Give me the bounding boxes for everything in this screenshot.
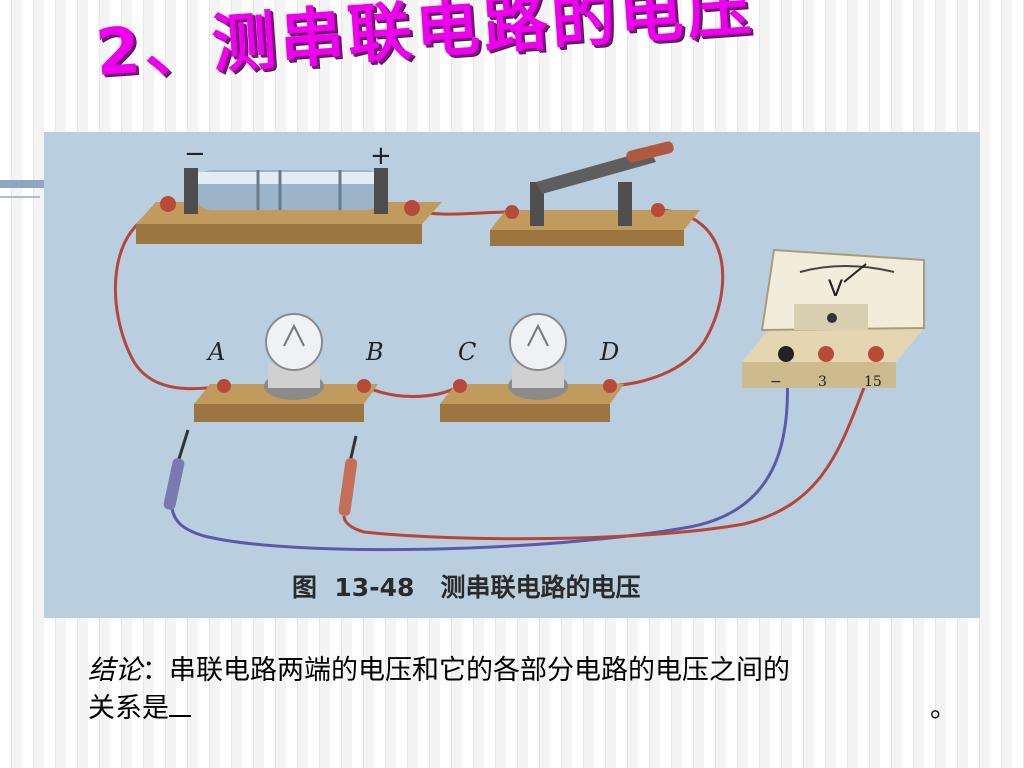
voltmeter-terminal-minus: − (770, 374, 782, 390)
point-b-label: B (365, 338, 384, 366)
point-d-label: D (599, 338, 619, 366)
wire-b-to-c (363, 384, 461, 398)
accent-line (0, 196, 40, 198)
voltmeter-unit-label: V (828, 277, 843, 302)
conclusion-end-mark: 。 (930, 693, 957, 724)
circuit-figure: − + A B (44, 132, 980, 618)
probe-red (338, 435, 358, 516)
battery-cell (136, 168, 442, 244)
wire-voltmeter-minus-probe (170, 353, 789, 552)
wire-switch-to-d (609, 208, 725, 388)
knife-switch (490, 141, 700, 246)
conclusion-colon: ： (142, 655, 169, 686)
conclusion-label: 结论 (88, 655, 142, 686)
wire-voltmeter-15-probe (342, 357, 878, 541)
answer-blank[interactable] (169, 691, 191, 717)
battery-plus-label: + (370, 141, 392, 171)
slide-title: 2、测串联电路的电压 (93, 0, 758, 91)
conclusion-text-2: 关系是 (88, 693, 169, 724)
lamp-cd (440, 313, 624, 422)
circuit-diagram: − + A B (113, 139, 925, 602)
conclusion-line-2: 关系是 。 (88, 690, 988, 728)
voltmeter (742, 248, 925, 388)
accent-bar (0, 180, 46, 188)
voltmeter-terminal-15: 15 (864, 374, 882, 390)
point-a-label: A (206, 338, 225, 366)
battery-minus-label: − (184, 139, 206, 169)
point-c-label: C (458, 338, 476, 366)
wire-battery-to-a (113, 206, 225, 391)
lamp-ab (194, 313, 378, 422)
voltmeter-terminal-3: 3 (818, 374, 827, 390)
conclusion-line-1: 结论：串联电路两端的电压和它的各部分电路的电压之间的 (88, 652, 988, 690)
figure-caption: 图 13-48 测串联电路的电压 (292, 573, 640, 602)
conclusion: 结论：串联电路两端的电压和它的各部分电路的电压之间的 关系是 。 (88, 652, 988, 728)
conclusion-text-1: 串联电路两端的电压和它的各部分电路的电压之间的 (169, 655, 790, 686)
probe-blue (163, 429, 190, 510)
